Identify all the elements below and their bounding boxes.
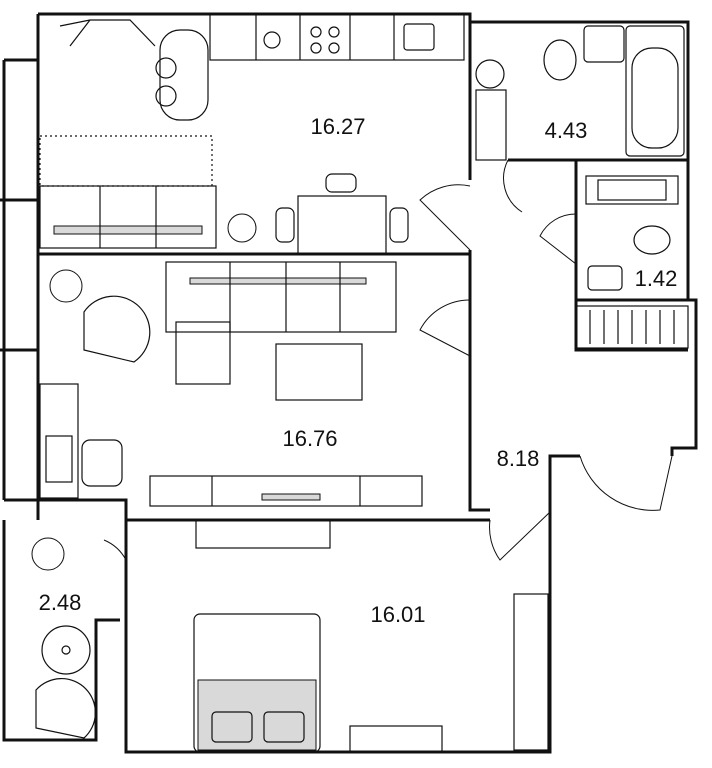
desk [39, 383, 123, 499]
armchair [83, 295, 151, 363]
bedroom-shelf [195, 519, 331, 549]
room-area-kitchen-living: 16.27 [310, 114, 365, 139]
tv-stand [149, 475, 423, 507]
living-sofa [165, 261, 397, 401]
bathroom-fixtures [475, 25, 685, 161]
room-area-bedroom: 16.01 [370, 602, 425, 627]
interior-walls [0, 22, 688, 512]
bed [193, 613, 443, 753]
room-area-balcony: 2.48 [39, 590, 82, 615]
dining-table [275, 173, 409, 255]
kitchen-counter [59, 13, 465, 121]
bedroom-wardrobe [513, 593, 549, 751]
room-area-living-room: 16.76 [282, 426, 337, 451]
kitchen-sofa [39, 135, 217, 249]
balcony-furniture [35, 625, 97, 739]
toilet-fixtures [585, 175, 679, 291]
room-area-toilet: 1.42 [635, 266, 678, 291]
wardrobe [575, 305, 689, 349]
doors [103, 159, 673, 561]
room-area-hallway: 8.18 [497, 446, 540, 471]
room-area-bathroom: 4.43 [545, 118, 588, 143]
plant-icons [31, 213, 257, 571]
